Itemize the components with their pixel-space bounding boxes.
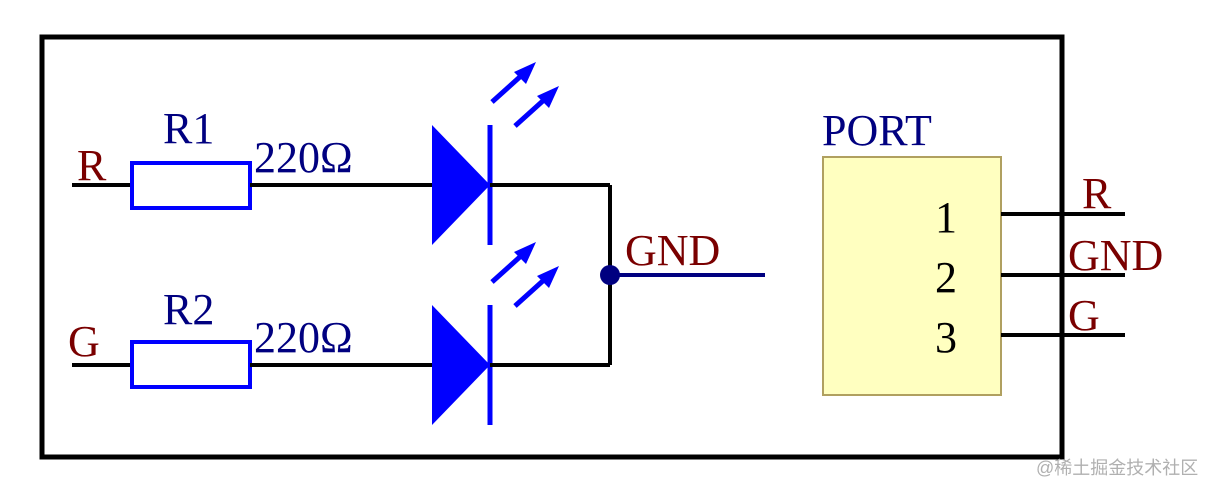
led2-anode-triangle bbox=[432, 305, 490, 425]
port-pin-2-net: GND bbox=[1068, 231, 1163, 280]
net-label-r-input: R bbox=[77, 141, 107, 190]
port-title: PORT bbox=[822, 106, 932, 155]
net-label-gnd-bus: GND bbox=[625, 226, 720, 275]
port-pin-2-number: 2 bbox=[935, 253, 957, 302]
r2-designator: R2 bbox=[163, 285, 214, 334]
net-label-g-input: G bbox=[68, 317, 100, 366]
port-pin-1-number: 1 bbox=[935, 193, 957, 242]
led2-light-arrows bbox=[490, 242, 559, 308]
board-outline bbox=[39, 34, 1065, 460]
gnd-junction-dot bbox=[600, 265, 620, 285]
r2-value: 220Ω bbox=[254, 313, 353, 362]
port-body bbox=[822, 156, 1002, 396]
resistor-r1 bbox=[130, 161, 252, 210]
port-pin-3-number: 3 bbox=[935, 313, 957, 362]
resistor-r2 bbox=[130, 340, 252, 389]
port-pin-1-net: R bbox=[1082, 169, 1112, 218]
led1-light-arrows bbox=[490, 62, 559, 128]
r1-value: 220Ω bbox=[254, 133, 353, 182]
r1-designator: R1 bbox=[163, 104, 214, 153]
watermark: @稀土掘金技术社区 bbox=[1036, 458, 1198, 478]
led1-anode-triangle bbox=[432, 125, 490, 245]
port-pin-3-net: G bbox=[1068, 291, 1100, 340]
